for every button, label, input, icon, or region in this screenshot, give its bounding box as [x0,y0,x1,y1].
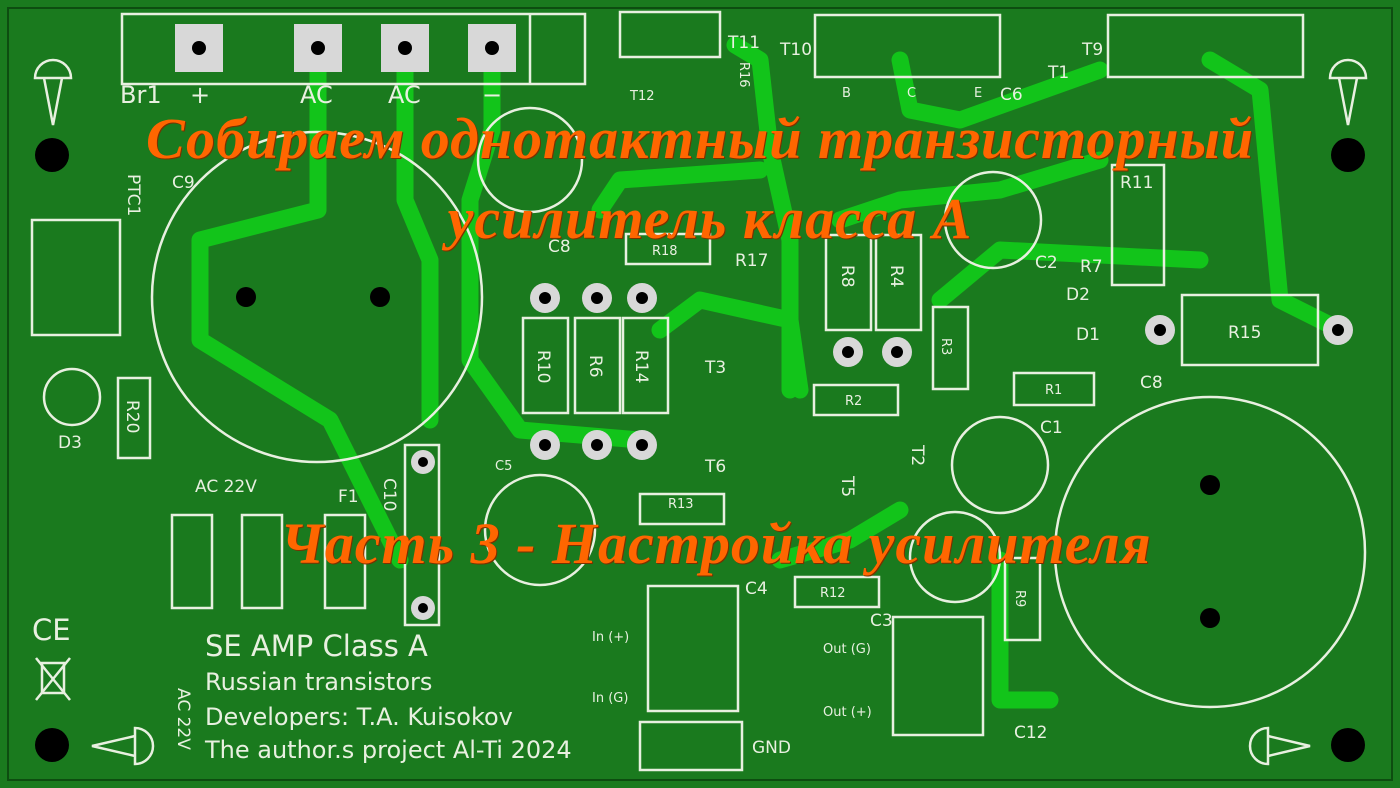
board-subtitle: Russian transistors [205,668,432,696]
label-c6: C6 [1000,85,1023,105]
screw-icon [33,58,73,126]
pin-c: C [907,86,916,101]
label-c4: C4 [745,579,768,599]
overlay-title-line1: Собираем однотактный транзисторный [145,106,1255,171]
label-t6: T6 [704,457,726,477]
label-ac: AC [300,81,333,109]
label-br1: Br1 [120,81,162,109]
label-r12: R12 [820,586,846,601]
label-r20: R20 [122,400,142,433]
screw-icon [1248,726,1311,766]
label-r13: R13 [668,497,694,512]
label-t10: T10 [779,40,812,60]
ce-mark-icon: CE [32,613,71,647]
board-developers: Developers: T.A. Kuisokov [205,703,513,731]
label-c5: C5 [495,459,512,474]
label-minus: − [482,81,502,109]
label-c1: C1 [1040,418,1063,438]
pin-e: E [974,86,982,101]
label-t11: T11 [727,33,760,53]
label-d2: D2 [1066,285,1090,305]
pads [35,24,1365,762]
label-out-g: Out (G) [823,642,871,657]
board-project: The author.s project Al-Ti 2024 [204,736,572,764]
label-c9: C9 [172,173,195,193]
label-r8: R8 [837,265,857,288]
label-r9: R9 [1012,590,1027,607]
screw-icon [1328,58,1368,126]
label-r17: R17 [735,251,768,271]
label-t3: T3 [704,358,726,378]
label-ac22v: AC 22V [195,477,257,497]
label-t2: T2 [907,444,927,466]
label-r7: R7 [1080,257,1103,277]
silkscreen-labels: Br1 + AC AC − C9 PTC1 D3 R20 AC 22V F1 C… [58,33,1261,758]
label-r6: R6 [585,355,605,378]
pin-b: B [842,86,851,101]
label-out-plus: Out (+) [823,705,872,720]
label-r15: R15 [1228,323,1261,343]
screw-icon [91,726,155,766]
label-in-plus: In (+) [592,630,629,645]
label-c12: C12 [1014,723,1048,743]
label-gnd: GND [752,738,791,758]
label-c8: C8 [548,237,571,257]
label-d1: D1 [1076,325,1100,345]
overlay-title-line2: усилитель класса А [447,186,973,251]
silkscreen-outlines [30,10,1367,772]
label-c10: C10 [379,478,399,512]
board-info-text: SE AMP Class A Russian transistors Devel… [32,58,1368,766]
label-f1: F1 [338,487,359,507]
label-r1: R1 [1045,383,1062,398]
label-r14: R14 [631,350,651,383]
label-t9: T9 [1081,40,1103,60]
label-t12: T12 [629,89,654,104]
label-r2: R2 [845,394,862,409]
label-plus: + [190,81,210,109]
label-r10: R10 [533,350,553,383]
board-ac-label: AC 22V [173,688,193,750]
board-title: SE AMP Class A [205,629,428,663]
label-c3: C3 [870,611,893,631]
label-c8: C8 [1140,373,1163,393]
weee-bin-icon [35,657,71,701]
label-r4: R4 [886,265,906,288]
overlay-subtitle: Часть 3 - Настройка усилителя [280,511,1152,576]
label-ac: AC [388,81,421,109]
label-ptc1: PTC1 [123,174,143,216]
label-r11: R11 [1120,173,1153,193]
label-d3: D3 [58,433,82,453]
label-r3: R3 [938,338,953,355]
label-r16: R16 [736,62,751,88]
label-in-g: In (G) [592,691,628,706]
label-c2: C2 [1035,253,1058,273]
label-r18: R18 [652,244,678,259]
label-t1: T1 [1047,63,1069,83]
label-t5: T5 [837,475,857,497]
